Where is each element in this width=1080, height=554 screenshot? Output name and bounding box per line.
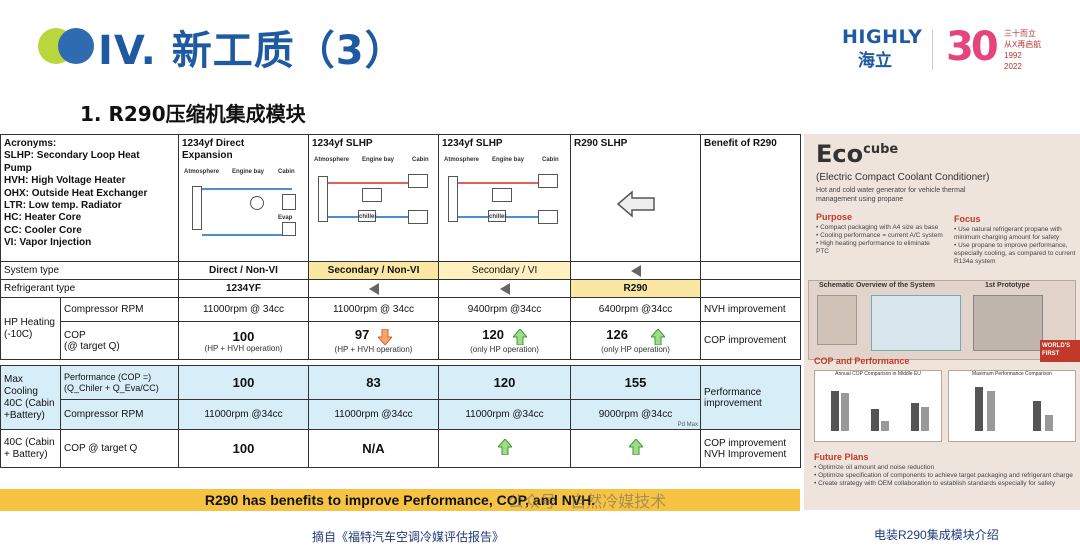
refrigerant-2	[308, 279, 439, 298]
compressor-icon	[250, 196, 264, 210]
source-right: 电装R290集成模块介绍	[874, 528, 999, 542]
c40-group: 40C (Cabin + Battery)	[0, 429, 61, 468]
up-arrow-icon	[650, 328, 665, 345]
rpm2-2: 11000rpm @34cc	[308, 399, 439, 430]
down-arrow-icon	[378, 328, 393, 345]
comparison-table: Acronyms: SLHP: Secondary Loop Heat Pump…	[0, 134, 801, 512]
up-arrow-icon	[627, 438, 644, 456]
future-plans-list: • Optimize oil amount and noise reductio…	[814, 464, 1073, 487]
perf-4: 155	[570, 365, 701, 400]
title-bullet-dots	[38, 26, 100, 66]
page-title: IV. 新工质（3）	[98, 28, 406, 74]
refrigerant-1: 1234YF	[178, 279, 309, 298]
rpm2-label: Compressor RPM	[60, 399, 179, 430]
rpm-3: 9400rpm @34cc	[438, 297, 571, 322]
logo-en: HIGHLY	[842, 26, 923, 48]
cop40-benefit: COP improvement NVH Improvement	[700, 429, 801, 468]
section-subtitle: 1. R290压缩机集成模块	[80, 102, 306, 126]
up-arrow-icon	[512, 328, 527, 345]
rpm2-1: 11000rpm @34cc	[178, 399, 309, 430]
schematic-panel: Schematic Overview of the System 1st Pro…	[808, 280, 1076, 360]
perf-3: 120	[438, 365, 571, 400]
cop-1: 100 (HP + HVH operation)	[178, 321, 309, 360]
slhp-diagram-2: Atmosphere Engine bay Cabin chiller	[442, 152, 567, 248]
max-cooling-group: Max Cooling 40C (Cabin +Battery)	[0, 365, 61, 430]
purpose-list: • Compact packaging with A4 size as base…	[816, 224, 943, 255]
cop-label: COP (@ target Q)	[60, 321, 179, 360]
future-plans-heading: Future Plans	[814, 452, 869, 462]
cop40-1: 100	[178, 429, 309, 468]
cop40-3	[438, 429, 571, 468]
purpose-heading: Purpose	[816, 212, 853, 222]
watermark: 公众号 · 自然冷媒技术	[508, 494, 667, 511]
refrigerant-3	[438, 279, 571, 298]
cop-4: 126 (only HP operation)	[570, 321, 701, 360]
annual-cop-chart: Annual COP Comparison in Middle EU	[814, 370, 942, 442]
system-type-1: Direct / Non-VI	[178, 261, 309, 280]
perf-benefit: Performance improvement	[700, 365, 801, 430]
cop40-2: N/A	[308, 429, 439, 468]
hp-heating-group: HP Heating (-10C)	[0, 297, 61, 360]
source-left: 摘自《福特汽车空调冷媒评估报告》	[312, 530, 505, 544]
ecocube-brand: Ecocube	[816, 140, 899, 168]
perf-1: 100	[178, 365, 309, 400]
perf-label: Performance (COP =) (Q_Chiler + Q_Eva/CC…	[60, 365, 179, 400]
max-performance-chart: Maximum Performance Comparison	[948, 370, 1076, 442]
ecocube-photo: Ecocube (Electric Compact Coolant Condit…	[804, 134, 1080, 510]
anniversary-text: 三十而立 从X再启航 1992 2022	[1004, 29, 1042, 71]
refrigerant-label: Refrigerant type	[0, 279, 179, 298]
system-type-4	[570, 261, 701, 280]
same-arrow-icon	[499, 282, 510, 295]
focus-list: • Use natural refrigerant propane with m…	[954, 226, 1076, 265]
system-type-2: Secondary / Non-VI	[308, 261, 439, 280]
perf-2: 83	[308, 365, 439, 400]
col-header-r290-slhp: R290 SLHP	[570, 134, 701, 262]
slhp-diagram-1: Atmosphere Engine bay Cabin chiller	[312, 152, 435, 248]
acronyms-cell: Acronyms: SLHP: Secondary Loop Heat Pump…	[0, 134, 179, 262]
logo-cn: 海立	[858, 51, 892, 70]
anniversary-number: 30	[946, 24, 999, 70]
col-header-benefit: Benefit of R290	[700, 134, 801, 262]
pd-max-note: Pd Max	[677, 422, 698, 428]
same-as-left-arrow-icon	[574, 190, 697, 222]
world-first-badge: WORLD'S FIRST	[1040, 340, 1080, 362]
ecocube-subtitle: (Electric Compact Coolant Conditioner)	[816, 172, 990, 183]
highly-logo: HIGHLY 海立	[842, 26, 923, 71]
rpm-1: 11000rpm @ 34cc	[178, 297, 309, 322]
up-arrow-icon	[496, 438, 513, 456]
cop-performance-heading: COP and Performance	[814, 356, 910, 366]
col-header-1234yf-direct: 1234yf Direct Expansion Atmosphere Engin…	[178, 134, 309, 262]
benefit-summary-bar: R290 has benefits to improve Performance…	[0, 489, 800, 511]
same-arrow-icon	[368, 282, 379, 295]
system-type-label: System type	[0, 261, 179, 280]
cop40-label: COP @ target Q	[60, 429, 179, 468]
system-type-3: Secondary / VI	[438, 261, 571, 280]
cop40-4	[570, 429, 701, 468]
focus-heading: Focus	[954, 214, 981, 224]
rpm-label: Compressor RPM	[60, 297, 179, 322]
refrigerant-4: R290	[570, 279, 701, 298]
rpm-4: 6400rpm @34cc	[570, 297, 701, 322]
rpm2-4: 9000rpm @34cc Pd Max	[570, 399, 701, 430]
direct-expansion-diagram: Atmosphere Engine bay Cabin Evap	[182, 164, 305, 260]
cop-2: 97 (HP + HVH operation)	[308, 321, 439, 360]
blue-dot-icon	[58, 28, 94, 64]
logo-divider	[932, 30, 933, 70]
cop-benefit: COP improvement	[700, 321, 801, 360]
anniversary-logo: 30 三十而立 从X再启航 1992 2022	[946, 24, 1056, 72]
col-header-1234yf-slhp-1: 1234yf SLHP Atmosphere Engine bay Cabin …	[308, 134, 439, 262]
col-header-1234yf-slhp-2: 1234yf SLHP Atmosphere Engine bay Cabin …	[438, 134, 571, 262]
cop-3: 120 (only HP operation)	[438, 321, 571, 360]
rpm2-3: 11000rpm @34cc	[438, 399, 571, 430]
same-arrow-icon	[630, 264, 641, 277]
rpm-benefit: NVH improvement	[700, 297, 801, 322]
rpm-2: 11000rpm @ 34cc	[308, 297, 439, 322]
ecocube-desc: Hot and cold water generator for vehicle…	[816, 187, 966, 203]
